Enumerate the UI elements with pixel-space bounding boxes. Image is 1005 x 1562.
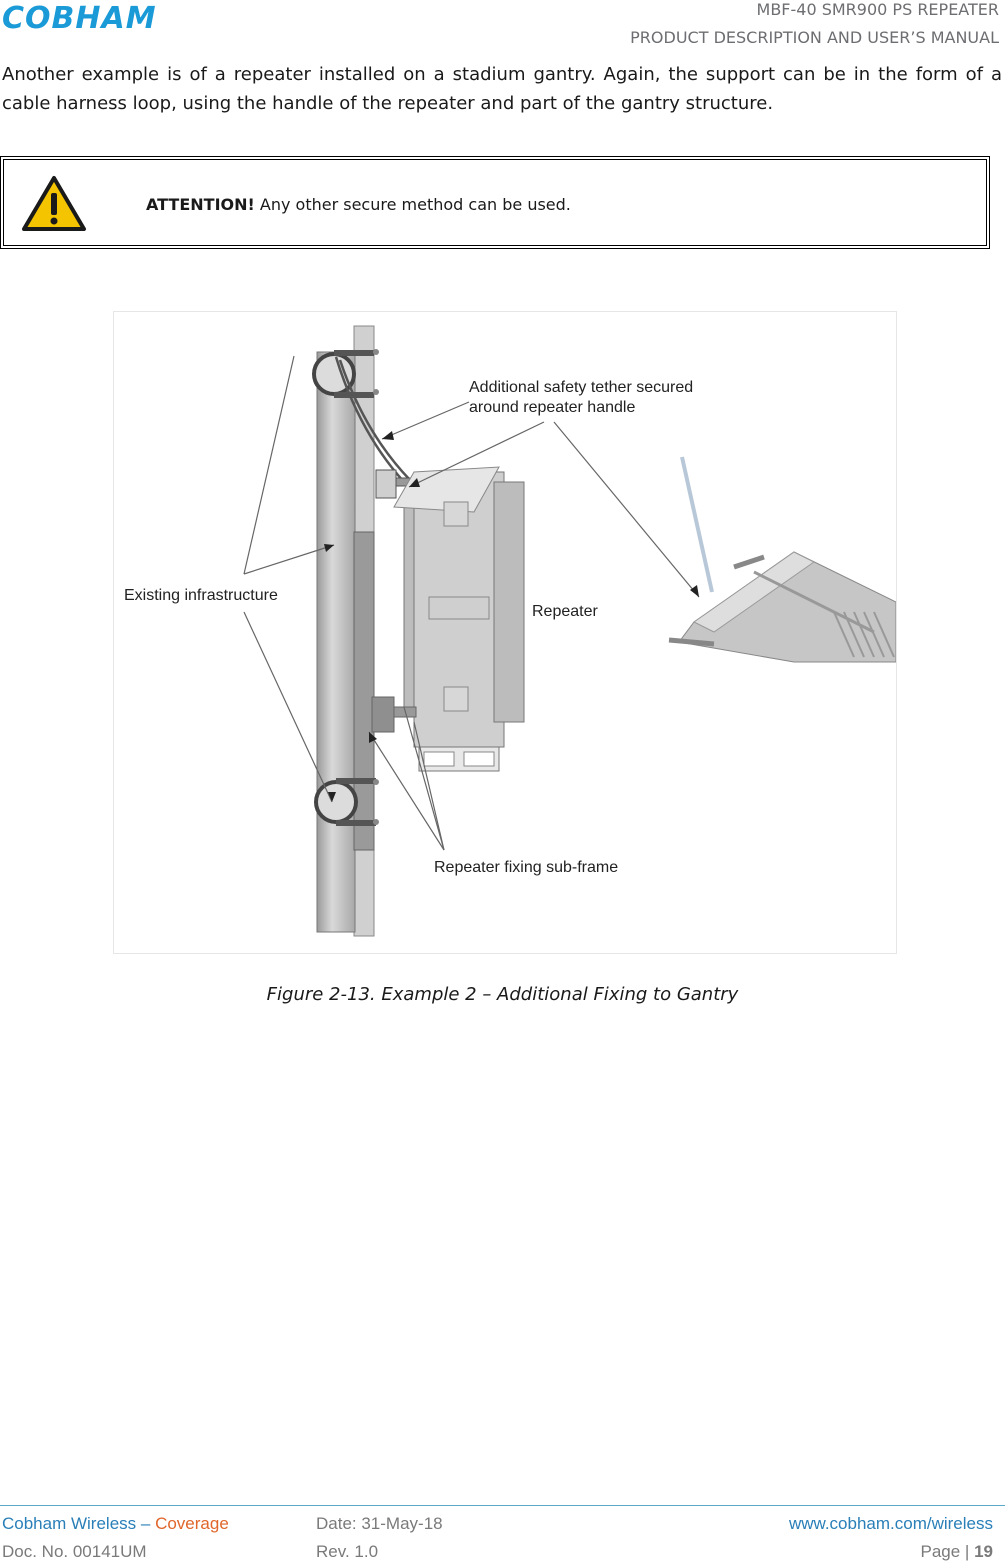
footer-date: Date: 31-May-18 — [316, 1514, 443, 1533]
label-existing-infrastructure: Existing infrastructure — [124, 587, 278, 604]
cobham-logo: COBHAM — [2, 2, 157, 32]
repeater-subframe — [353, 531, 375, 851]
attention-label: ATTENTION! — [146, 195, 255, 214]
repeater-unit — [393, 466, 525, 772]
gantry-illustration: Additional safety tether secured around … — [124, 325, 897, 937]
label-tether-line2: around repeater handle — [469, 399, 635, 416]
logo-text: COBHAM — [2, 2, 157, 32]
bottom-clamp — [314, 780, 358, 824]
leader-lines — [243, 355, 700, 851]
footer-page: Page | 19 — [921, 1542, 994, 1562]
figure-caption: Figure 2-13. Example 2 – Additional Fixi… — [266, 984, 739, 1005]
footer-page-label: Page | — [920, 1542, 975, 1561]
attention-box: ATTENTION! Any other secure method can b… — [0, 156, 990, 249]
attention-text: ATTENTION! Any other secure method can b… — [146, 195, 571, 214]
footer-page-number: 19 — [974, 1542, 993, 1561]
attention-message: Any other secure method can be used. — [254, 195, 571, 214]
label-repeater: Repeater — [532, 603, 598, 620]
header-subtitle: PRODUCT DESCRIPTION AND USER’S MANUAL — [630, 28, 999, 47]
figure-diagram: Additional safety tether secured around … — [113, 311, 897, 954]
footer-dash: – — [136, 1514, 156, 1533]
footer-rule — [0, 1505, 1005, 1506]
repeater-perspective — [668, 456, 897, 663]
footer-company-name: Cobham Wireless — [2, 1514, 137, 1533]
attention-box-inner — [3, 159, 987, 246]
warning-triangle-icon — [22, 176, 86, 231]
leader-arrows — [324, 431, 699, 802]
label-subframe: Repeater fixing sub-frame — [434, 859, 618, 876]
label-tether-line1: Additional safety tether secured — [469, 379, 693, 396]
footer-division: Coverage — [155, 1514, 229, 1533]
body-paragraph: Another example is of a repeater install… — [2, 64, 1002, 114]
gantry-pole — [316, 351, 356, 933]
footer-rev: Rev. 1.0 — [316, 1542, 379, 1561]
header-title: MBF-40 SMR900 PS REPEATER — [756, 0, 999, 19]
footer-url[interactable]: www.cobham.com/wireless — [788, 1514, 993, 1533]
footer-company: Cobham Wireless – Coverage — [2, 1514, 229, 1534]
footer-docno: Doc. No. 00141UM — [2, 1542, 147, 1561]
